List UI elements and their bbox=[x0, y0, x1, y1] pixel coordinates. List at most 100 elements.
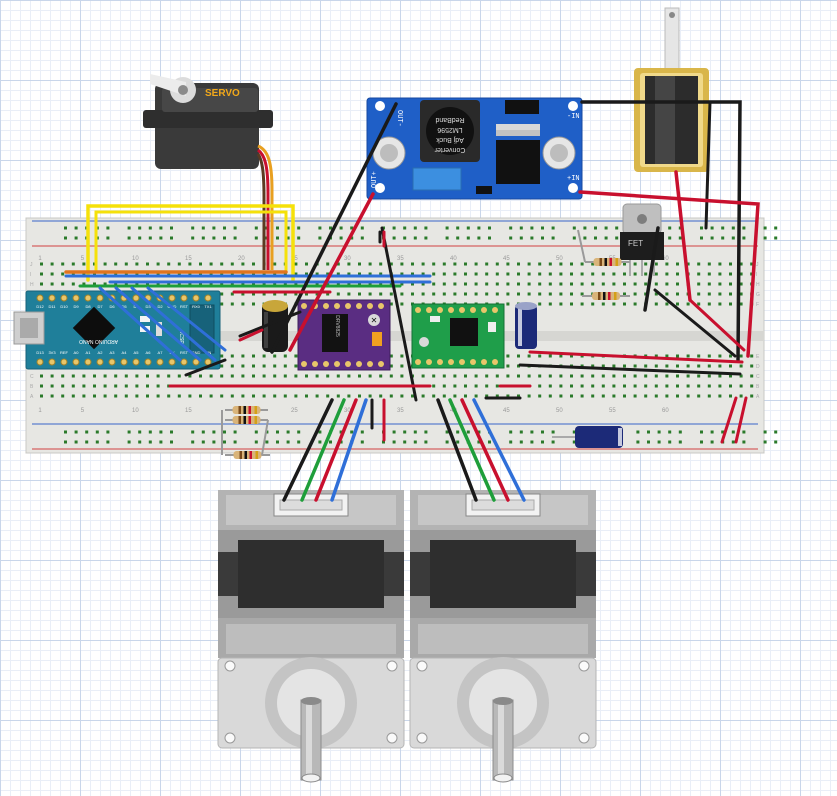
arduino-pin-label: A4 bbox=[122, 350, 128, 355]
arduino-pin bbox=[84, 294, 92, 302]
arduino-pin-label: D7 bbox=[97, 304, 103, 309]
row-letter-top: F bbox=[756, 302, 759, 308]
driver-pin bbox=[301, 361, 307, 367]
driver-pin bbox=[481, 359, 487, 365]
driver-pin bbox=[459, 359, 465, 365]
buck-out-plus-label: OUT+ bbox=[371, 171, 379, 188]
arduino-pin-label: D10 bbox=[60, 304, 68, 309]
driver-pin bbox=[415, 359, 421, 365]
driver-pin bbox=[312, 361, 318, 367]
wires bbox=[64, 100, 760, 502]
arduino-pin bbox=[204, 358, 212, 366]
resistor-3 bbox=[225, 406, 268, 414]
arduino-pin bbox=[72, 358, 80, 366]
driver-pin bbox=[437, 359, 443, 365]
arduino-pin bbox=[108, 358, 116, 366]
buck-converter: RedBand LM2596 Adj Buck Converter OUT- O… bbox=[366, 97, 583, 200]
column-number-top: 35 bbox=[397, 256, 404, 262]
svg-text:✕: ✕ bbox=[371, 316, 378, 325]
driver-pin bbox=[301, 303, 307, 309]
arduino-pin-label: D8 bbox=[85, 304, 91, 309]
arduino-pin-label: RST bbox=[180, 350, 189, 355]
arduino-pin bbox=[36, 294, 44, 302]
capacitor-horizontal bbox=[552, 426, 623, 448]
arduino-pin bbox=[72, 294, 80, 302]
column-number-bottom: 50 bbox=[556, 408, 563, 414]
buck-out-minus-label: OUT- bbox=[395, 110, 403, 127]
arduino-pin bbox=[96, 294, 104, 302]
arduino-pin bbox=[180, 294, 188, 302]
row-letter-bottom: B bbox=[30, 384, 34, 390]
row-letter-top: J bbox=[30, 262, 33, 268]
arduino-pin bbox=[132, 294, 140, 302]
arduino-pin-label: A6 bbox=[146, 350, 152, 355]
driver-pin bbox=[378, 303, 384, 309]
buck-title-line3: Adj Buck bbox=[436, 136, 464, 143]
arduino-pin-label: D13 bbox=[36, 350, 44, 355]
arduino-pin-label: A3 bbox=[110, 350, 116, 355]
buck-title-line2: LM2596 bbox=[437, 126, 462, 133]
column-number-top: 50 bbox=[556, 256, 563, 262]
arduino-pin-label: GND bbox=[192, 350, 201, 355]
arduino-pin bbox=[168, 294, 176, 302]
driver-pin bbox=[426, 307, 432, 313]
row-letter-top: H bbox=[30, 282, 34, 288]
row-letter-bottom: A bbox=[756, 394, 760, 400]
column-number-top: 10 bbox=[132, 256, 139, 262]
resistor-5 bbox=[225, 451, 270, 459]
driver-pin bbox=[334, 303, 340, 309]
arduino-pin-label: A2 bbox=[98, 350, 104, 355]
arduino-pin bbox=[180, 358, 188, 366]
arduino-pin bbox=[204, 294, 212, 302]
driver-pin bbox=[323, 303, 329, 309]
driver-pin bbox=[492, 359, 498, 365]
arduino-pin-label: D6 bbox=[109, 304, 115, 309]
arduino-pin bbox=[36, 358, 44, 366]
row-letter-top: J bbox=[756, 262, 759, 268]
driver-pin bbox=[356, 361, 362, 367]
resistor-1 bbox=[585, 258, 630, 266]
mosfet-label: FET bbox=[628, 239, 643, 248]
arduino-pin bbox=[192, 294, 200, 302]
arduino-pin bbox=[48, 294, 56, 302]
driver-pin bbox=[345, 303, 351, 309]
column-number-bottom: 25 bbox=[291, 408, 298, 414]
column-number-top: 40 bbox=[450, 256, 457, 262]
solenoid bbox=[634, 7, 709, 172]
arduino-pin-label: REF bbox=[60, 350, 69, 355]
stepper-motor-left bbox=[217, 490, 405, 783]
stepper-motor-right bbox=[409, 490, 597, 783]
driver-pin bbox=[378, 361, 384, 367]
driver-pin bbox=[367, 303, 373, 309]
column-number-bottom: 10 bbox=[132, 408, 139, 414]
arduino-pin-label: D5 bbox=[121, 304, 127, 309]
arduino-pin-label: RX0 bbox=[192, 304, 201, 309]
driver-pin bbox=[367, 361, 373, 367]
column-number-bottom: 60 bbox=[662, 408, 669, 414]
arduino-pin bbox=[192, 358, 200, 366]
driver-pin bbox=[426, 359, 432, 365]
row-letter-top: I bbox=[756, 272, 757, 278]
arduino-pin-label: 3V3 bbox=[48, 350, 56, 355]
row-letter-top: G bbox=[756, 292, 760, 298]
driver-pin bbox=[492, 307, 498, 313]
column-number-bottom: 15 bbox=[185, 408, 192, 414]
driver-pin bbox=[415, 307, 421, 313]
servo-motor: SERVO bbox=[143, 74, 274, 270]
driver-pin bbox=[323, 361, 329, 367]
column-number-bottom: 35 bbox=[397, 408, 404, 414]
row-letter-bottom: C bbox=[756, 374, 760, 380]
column-number-top: 5 bbox=[81, 256, 85, 262]
capacitor-small bbox=[515, 302, 537, 349]
arduino-pin-label: D9 bbox=[73, 304, 79, 309]
arduino-icsp-label: ICSP bbox=[178, 332, 184, 344]
arduino-pin-label: A5 bbox=[134, 350, 140, 355]
a4988-pins bbox=[415, 307, 498, 365]
buck-in-minus-label: -IN bbox=[567, 113, 580, 121]
column-number-bottom: 1 bbox=[38, 408, 42, 414]
column-number-top: 30 bbox=[344, 256, 351, 262]
stepper-driver-a4988 bbox=[411, 303, 505, 369]
servo-label: SERVO bbox=[205, 88, 240, 99]
